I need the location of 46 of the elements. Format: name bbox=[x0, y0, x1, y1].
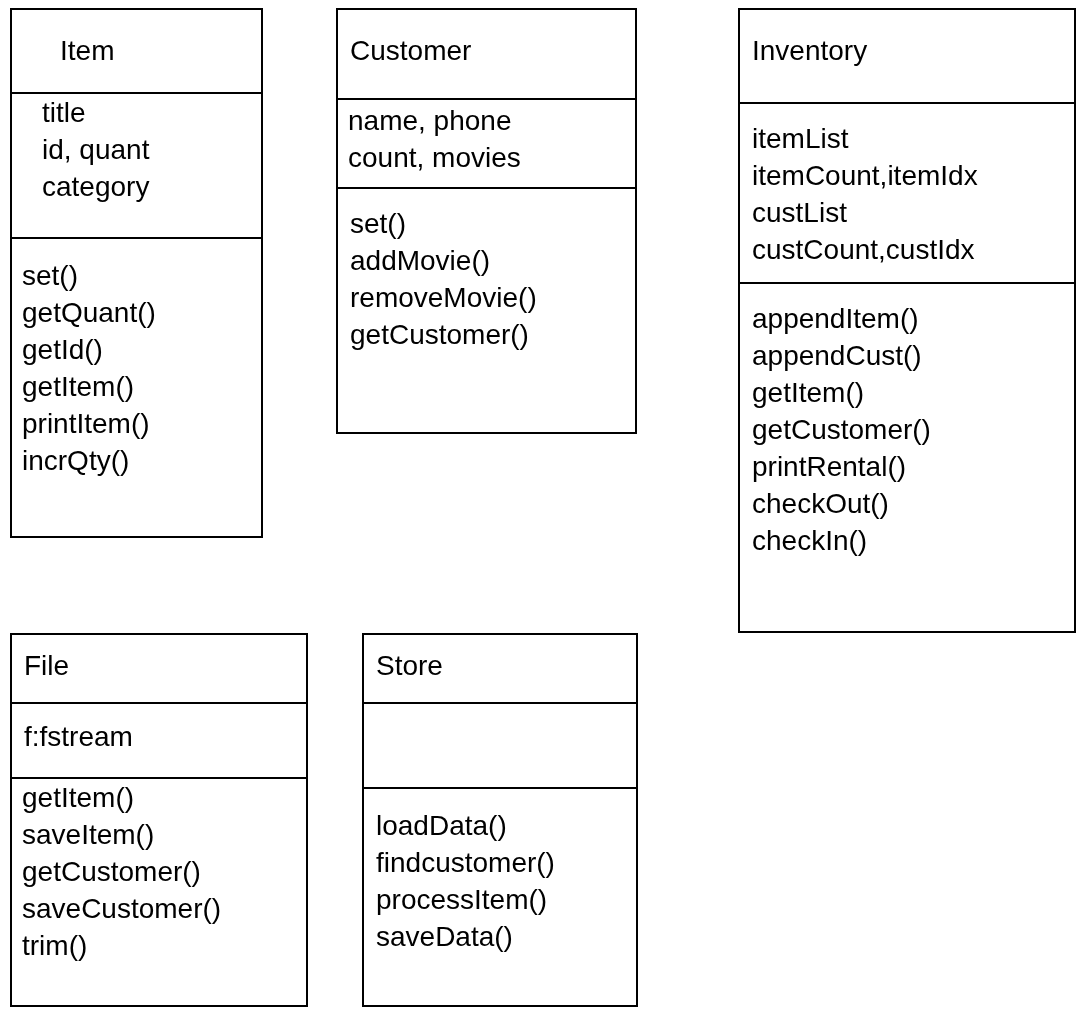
method-text: getItem() bbox=[22, 781, 135, 815]
method-text: checkIn() bbox=[752, 524, 868, 558]
attribute-text: custCount,custIdx bbox=[752, 233, 975, 267]
class-box bbox=[336, 8, 637, 434]
method-text: removeMovie() bbox=[350, 281, 537, 315]
attribute-text: title bbox=[42, 96, 86, 130]
attribute-text: count, movies bbox=[348, 141, 521, 175]
class-name: Store bbox=[376, 649, 443, 683]
attribute-text: name, phone bbox=[348, 104, 512, 138]
class-name: File bbox=[24, 649, 70, 683]
class-name: Customer bbox=[350, 34, 472, 68]
class-box bbox=[10, 633, 308, 1007]
method-text: getCustomer() bbox=[22, 855, 201, 889]
method-text: getQuant() bbox=[22, 296, 156, 330]
method-text: getItem() bbox=[22, 370, 135, 404]
method-text: trim() bbox=[22, 929, 88, 963]
method-text: findcustomer() bbox=[376, 846, 555, 880]
method-text: addMovie() bbox=[350, 244, 491, 278]
method-text: getItem() bbox=[752, 376, 865, 410]
method-text: printRental() bbox=[752, 450, 907, 484]
method-text: printItem() bbox=[22, 407, 150, 441]
method-text: incrQty() bbox=[22, 444, 130, 478]
method-text: loadData() bbox=[376, 809, 507, 843]
class-name: Inventory bbox=[752, 34, 868, 68]
method-text: getId() bbox=[22, 333, 103, 367]
attribute-text: category bbox=[42, 170, 150, 204]
class-name: Item bbox=[60, 34, 115, 68]
method-text: set() bbox=[22, 259, 78, 293]
method-text: set() bbox=[350, 207, 406, 241]
method-text: appendCust() bbox=[752, 339, 922, 373]
attribute-text: custList bbox=[752, 196, 847, 230]
method-text: appendItem() bbox=[752, 302, 919, 336]
method-text: processItem() bbox=[376, 883, 548, 917]
attribute-text: id, quant bbox=[42, 133, 150, 167]
attribute-text: itemList bbox=[752, 122, 849, 156]
class-box bbox=[362, 633, 638, 1007]
attribute-text: itemCount,itemIdx bbox=[752, 159, 978, 193]
method-text: saveItem() bbox=[22, 818, 155, 852]
method-text: getCustomer() bbox=[752, 413, 931, 447]
method-text: saveData() bbox=[376, 920, 513, 954]
method-text: saveCustomer() bbox=[22, 892, 222, 926]
attribute-text: f:fstream bbox=[24, 720, 133, 754]
class-box bbox=[738, 8, 1076, 633]
class-box bbox=[10, 8, 263, 538]
method-text: checkOut() bbox=[752, 487, 889, 521]
method-text: getCustomer() bbox=[350, 318, 529, 352]
